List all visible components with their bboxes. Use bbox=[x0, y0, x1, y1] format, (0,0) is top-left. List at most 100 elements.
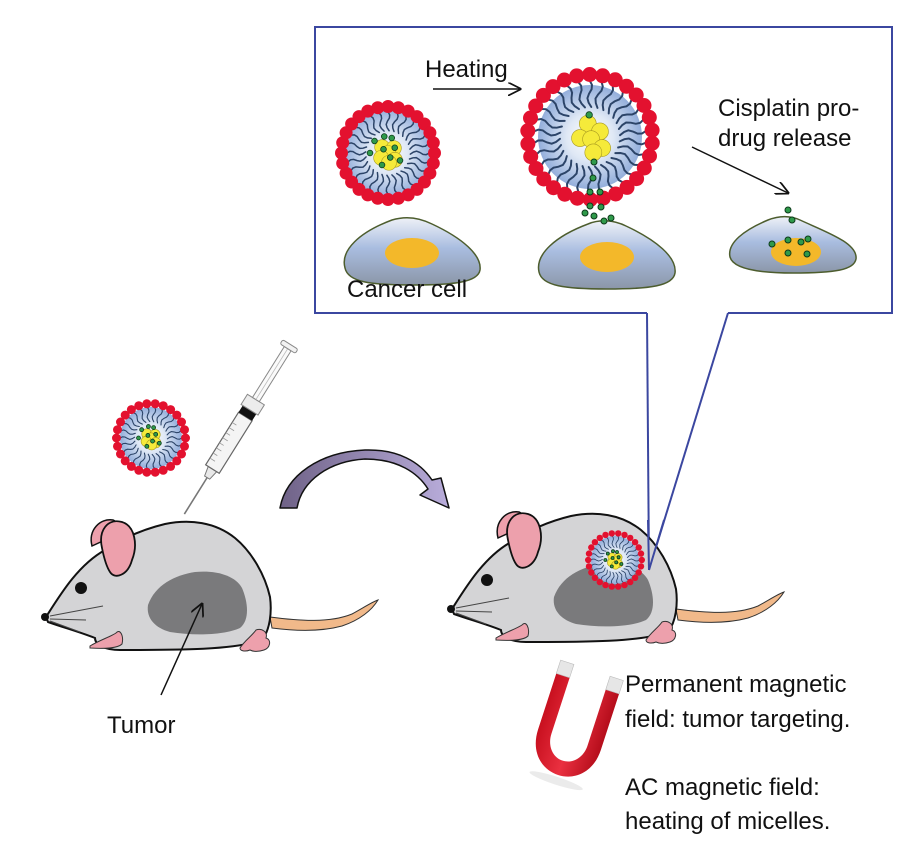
release-arrow bbox=[691, 146, 788, 193]
micelle-head bbox=[126, 461, 136, 471]
nucleus bbox=[580, 242, 634, 272]
micelle-head bbox=[113, 441, 122, 451]
micelle-tail bbox=[611, 535, 615, 548]
micelle-tail bbox=[600, 539, 609, 550]
micelle-head bbox=[627, 534, 634, 542]
micelle-tail bbox=[539, 108, 566, 122]
micelle-tail bbox=[605, 571, 611, 584]
drug-dot bbox=[803, 250, 811, 258]
callout-border bbox=[314, 26, 893, 314]
caption-permanent-line2: field: tumor targeting. bbox=[625, 706, 850, 733]
drug-dot bbox=[610, 556, 615, 560]
micelle-head bbox=[181, 433, 190, 443]
micelle-head bbox=[126, 405, 136, 415]
micelle-tail bbox=[556, 159, 573, 184]
micelle-tail bbox=[619, 129, 648, 137]
drug-dot bbox=[388, 134, 395, 142]
micelle-head bbox=[641, 109, 657, 125]
core-particle bbox=[584, 143, 603, 162]
micelle-tail bbox=[123, 444, 137, 453]
drug-dot bbox=[614, 560, 619, 565]
mouse-nose bbox=[447, 605, 455, 613]
micelle-tail bbox=[166, 441, 182, 447]
drug-dot bbox=[378, 161, 386, 169]
cancer-cell-1 bbox=[343, 216, 481, 286]
micelle-head bbox=[635, 569, 642, 576]
micelle-intact bbox=[335, 100, 441, 206]
heating-label: Heating bbox=[425, 56, 508, 83]
transfer-arrow-icon bbox=[279, 449, 450, 509]
micelle-head bbox=[150, 467, 160, 477]
micelle-head bbox=[112, 433, 121, 443]
drug-dot bbox=[616, 555, 621, 560]
micelle-head bbox=[172, 456, 182, 466]
micelle-head bbox=[608, 583, 615, 590]
drug-dot bbox=[380, 133, 388, 140]
micelle-head bbox=[361, 104, 375, 118]
micelle-head bbox=[523, 149, 539, 165]
micelle-tail bbox=[377, 173, 385, 195]
drug-dot bbox=[784, 206, 792, 214]
micelle-tail bbox=[610, 157, 634, 176]
mouse-eye bbox=[481, 574, 493, 586]
micelle-head bbox=[591, 539, 599, 546]
micelle-tail bbox=[119, 436, 136, 440]
micelle-head bbox=[631, 539, 639, 546]
micelle-tail bbox=[594, 165, 603, 194]
drug-dot bbox=[607, 214, 615, 222]
cell-internal-drug-dots bbox=[768, 206, 812, 258]
micelle-head bbox=[585, 563, 593, 570]
micelle-head bbox=[536, 171, 552, 187]
micelle-tail bbox=[590, 558, 603, 562]
micelle-tail bbox=[627, 558, 640, 562]
micelle-tail bbox=[151, 406, 157, 423]
micelle-head bbox=[621, 531, 628, 539]
drug-dot bbox=[586, 188, 594, 196]
micelle-tail bbox=[593, 548, 605, 555]
micelle-tail bbox=[401, 119, 415, 138]
micelle-tail bbox=[535, 144, 563, 156]
micelle-head bbox=[627, 578, 634, 586]
drug-dot bbox=[596, 188, 604, 196]
micelle-head bbox=[381, 193, 395, 206]
micelle-tail bbox=[395, 172, 407, 191]
micelle-tail bbox=[400, 170, 415, 187]
drug-dot bbox=[153, 431, 159, 437]
micelle-tail bbox=[615, 572, 619, 585]
micelle-tail bbox=[555, 90, 575, 113]
micelle-tail bbox=[350, 134, 370, 144]
drug-dot bbox=[797, 238, 805, 246]
caption-ac-line1: AC magnetic field: bbox=[625, 774, 820, 801]
micelle-tail bbox=[132, 412, 143, 425]
micelle-tail bbox=[164, 445, 179, 453]
micelle-head bbox=[116, 449, 125, 459]
micelle-tail bbox=[600, 163, 615, 190]
callout-connector-left-overlay bbox=[647, 519, 650, 571]
micelle-tail bbox=[618, 571, 625, 584]
micelle-heated bbox=[520, 67, 660, 207]
micelle-targeted bbox=[585, 530, 645, 590]
drug-dot bbox=[581, 209, 589, 217]
micelle-head bbox=[638, 556, 645, 564]
micelle-head bbox=[582, 192, 598, 207]
micelle-tail bbox=[120, 440, 136, 446]
drug-dot bbox=[585, 111, 593, 119]
micelle-head bbox=[615, 583, 622, 590]
horseshoe-magnet-icon bbox=[529, 659, 624, 791]
micelle-head bbox=[642, 148, 657, 164]
micelle-tail bbox=[123, 423, 138, 431]
micelle-tail bbox=[163, 416, 175, 429]
micelle-head bbox=[621, 581, 628, 589]
drug-dot bbox=[615, 550, 619, 554]
cancer-cell-3 bbox=[729, 215, 857, 274]
micelle-head bbox=[336, 136, 350, 150]
micelle-head bbox=[644, 135, 660, 151]
micelle-tail bbox=[607, 90, 624, 115]
drug-dot bbox=[146, 424, 151, 429]
mouse-back-paw bbox=[645, 621, 677, 644]
nucleus bbox=[771, 238, 821, 266]
micelle-tail bbox=[151, 453, 156, 470]
micelle-tail bbox=[407, 134, 426, 146]
micelle-tail bbox=[591, 553, 604, 558]
